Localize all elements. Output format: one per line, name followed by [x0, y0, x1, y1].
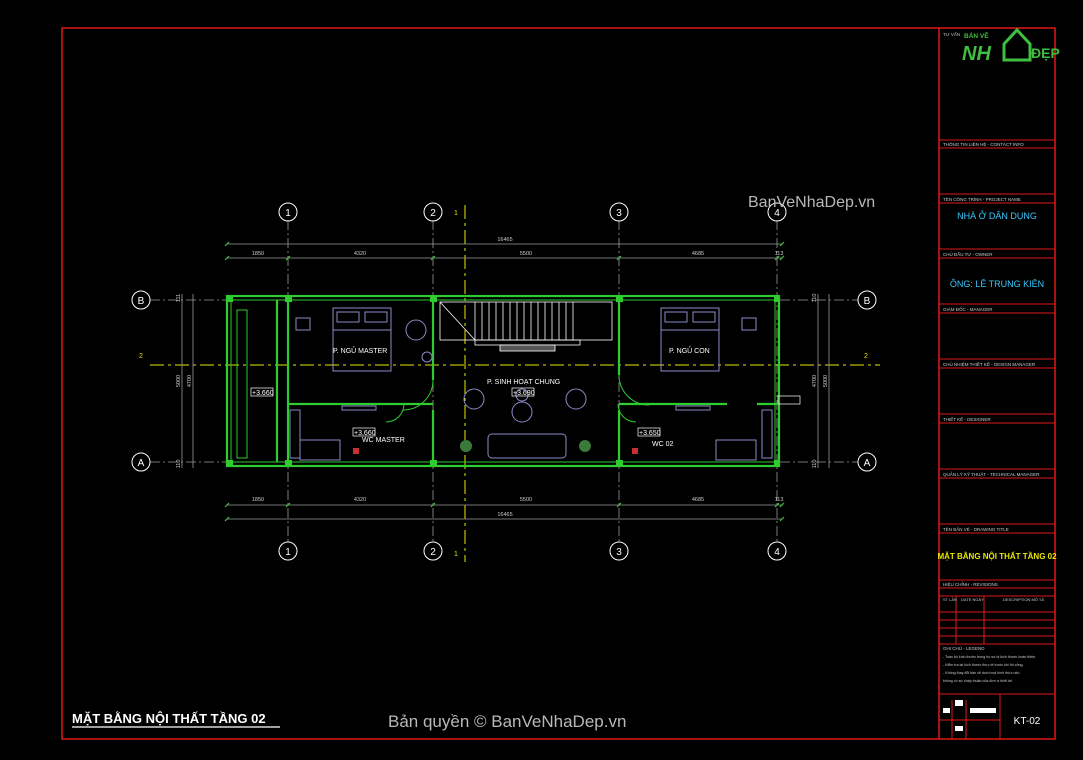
axis-bubble-b-right: B — [864, 296, 871, 307]
walls — [225, 294, 781, 468]
dim-total-bottom: 16465 — [497, 512, 512, 518]
dim-seg-2-bottom: 4320 — [354, 497, 366, 503]
room-living: P. SINH HOẠT CHUNG — [487, 379, 560, 386]
axis-bubble-a-left: A — [138, 458, 145, 469]
dimensions — [181, 243, 830, 520]
svg-text:- Kiểm tra lại kích thước thực: - Kiểm tra lại kích thước thực tế trước … — [943, 663, 1023, 667]
room-wc2: WC 02 — [652, 441, 674, 448]
svg-text:- Toàn bộ kích thước trong hồ: - Toàn bộ kích thước trong hồ sơ là kích… — [943, 655, 1036, 659]
section-mark-top: 1 — [454, 210, 458, 217]
room-wc-master: WC MASTER — [362, 437, 405, 444]
dim-seg-1-bottom: 1850 — [252, 497, 264, 503]
sheet-frame — [61, 27, 1056, 740]
svg-text:HIỆU CHỈNH - REVISIONS: HIỆU CHỈNH - REVISIONS — [943, 580, 998, 587]
dim-right-total: 5000 — [823, 375, 829, 387]
level-markers: +3.660 +3.690 +3.660 +3.650 — [250, 387, 801, 437]
axis-bubble-3-top: 3 — [616, 208, 622, 219]
section-mark-bottom: 1 — [454, 551, 458, 558]
room-labels: P. NGỦ MASTER P. SINH HOẠT CHUNG P. NGỦ … — [333, 346, 710, 448]
axis-bubble-4-bottom: 4 — [774, 547, 780, 558]
svg-text:CHỦ ĐẦU TƯ - OWNER: CHỦ ĐẦU TƯ - OWNER — [943, 251, 993, 257]
level-living: +3.690 — [513, 390, 535, 397]
axis-bubble-b-left: B — [138, 296, 145, 307]
staircase — [439, 301, 613, 352]
axis-bubble-2-bottom: 2 — [430, 547, 436, 558]
svg-text:GIÁM ĐỐC - MANAGER: GIÁM ĐỐC - MANAGER — [943, 306, 993, 312]
axis-bubbles: 1 2 3 4 1 2 3 4 B A B A — [131, 202, 877, 561]
svg-text:GHI CHÚ - LEGEND: GHI CHÚ - LEGEND — [943, 645, 985, 651]
dim-seg-1-top: 1850 — [252, 251, 264, 257]
drawing-title: MẶT BẰNG NỘI THẤT TẦNG 02 — [72, 711, 266, 726]
section-mark-right: 2 — [864, 353, 868, 360]
svg-text:THIẾT KẾ - DESIGNER: THIẾT KẾ - DESIGNER — [943, 416, 991, 422]
svg-text:NH: NH — [962, 43, 991, 65]
room-master: P. NGỦ MASTER — [333, 346, 387, 355]
copyright: Bản quyền © BanVeNhaDep.vn — [388, 712, 626, 731]
logo: TƯ VẤN BẢN VẼ NH ĐẸP — [943, 27, 1060, 65]
room-child: P. NGỦ CON — [669, 346, 710, 355]
svg-text:DESCRIPTION MÔ TẢ: DESCRIPTION MÔ TẢ — [1003, 597, 1044, 602]
level-wc-master: +3.660 — [354, 430, 376, 437]
dim-seg-3-bottom: 5500 — [520, 497, 532, 503]
dim-seg-4-bottom: 4685 — [692, 497, 704, 503]
section-lines — [150, 205, 880, 562]
watermark: BanVeNhaDep.vn — [748, 194, 875, 211]
axis-bubble-1-bottom: 1 — [285, 547, 291, 558]
svg-text:CHỦ NHIỆM THIẾT KẾ - DESIGN MA: CHỦ NHIỆM THIẾT KẾ - DESIGN MANAGER — [943, 360, 1036, 367]
dim-total-top: 16465 — [497, 237, 512, 243]
dim-seg-3-top: 5500 — [520, 251, 532, 257]
svg-text:không có sự chấp thuận của đơn: không có sự chấp thuận của đơn vị thiết … — [943, 679, 1013, 683]
columns — [227, 296, 780, 466]
svg-text:ST LẦN: ST LẦN — [943, 597, 957, 602]
svg-text:ĐẸP: ĐẸP — [1031, 45, 1060, 61]
title-block: TƯ VẤN BẢN VẼ NH ĐẸP THÔNG TIN LIÊN HỆ -… — [937, 27, 1060, 739]
svg-text:TÊN BẢN VẼ - DRAWING TITLE: TÊN BẢN VẼ - DRAWING TITLE — [943, 525, 1009, 532]
dim-left-1: 111 — [176, 294, 182, 302]
dim-seg-5-top: 113 — [775, 251, 784, 257]
level-stair: +3.660 — [252, 390, 274, 397]
dim-seg-2-top: 4320 — [354, 251, 366, 257]
dim-seg-4-top: 4685 — [692, 251, 704, 257]
svg-text:QUẢN LÝ KỸ THUẬT - TECHNICAL M: QUẢN LÝ KỸ THUẬT - TECHNICAL MANAGER — [943, 471, 1040, 477]
svg-text:- Không thay đổi bản vẽ dưới m: - Không thay đổi bản vẽ dưới mọi hình th… — [943, 671, 1020, 675]
axis-bubble-4-top: 4 — [774, 208, 780, 219]
dim-right-2: 4700 — [812, 375, 818, 387]
axis-bubble-2-top: 2 — [430, 208, 436, 219]
svg-text:BẢN VẼ: BẢN VẼ — [964, 31, 989, 40]
dim-left-2: 5000 — [176, 375, 182, 387]
section-mark-left: 2 — [139, 353, 143, 360]
level-wc2: +3.650 — [639, 430, 661, 437]
axis-bubble-a-right: A — [864, 458, 871, 469]
svg-text:THÔNG TIN LIÊN HỆ - CONTACT IN: THÔNG TIN LIÊN HỆ - CONTACT INFO — [943, 140, 1024, 147]
dim-left-total: 4700 — [187, 375, 193, 387]
axis-bubble-3-bottom: 3 — [616, 547, 622, 558]
svg-text:DATE NGÀY: DATE NGÀY — [961, 597, 984, 602]
svg-text:TÊN CÔNG TRÌNH - PROJECT NAME: TÊN CÔNG TRÌNH - PROJECT NAME — [943, 195, 1021, 202]
furniture — [289, 307, 773, 461]
dim-right-3: 110 — [812, 460, 818, 469]
dim-left-3: 110 — [176, 460, 182, 469]
drawing-title-block: MẶT BẰNG NỘI THẤT TẦNG 02 — [937, 551, 1057, 561]
dim-seg-5-bottom: 113 — [775, 497, 784, 503]
sheet-number: KT-02 — [1014, 716, 1041, 727]
svg-text:TƯ VẤN: TƯ VẤN — [943, 31, 960, 37]
dim-right-1: 110 — [812, 294, 818, 303]
project-name: NHÀ Ở DÂN DỤNG — [957, 210, 1037, 221]
axis-bubble-1-top: 1 — [285, 208, 291, 219]
owner-name: ÔNG: LÊ TRUNG KIÊN — [950, 279, 1044, 289]
